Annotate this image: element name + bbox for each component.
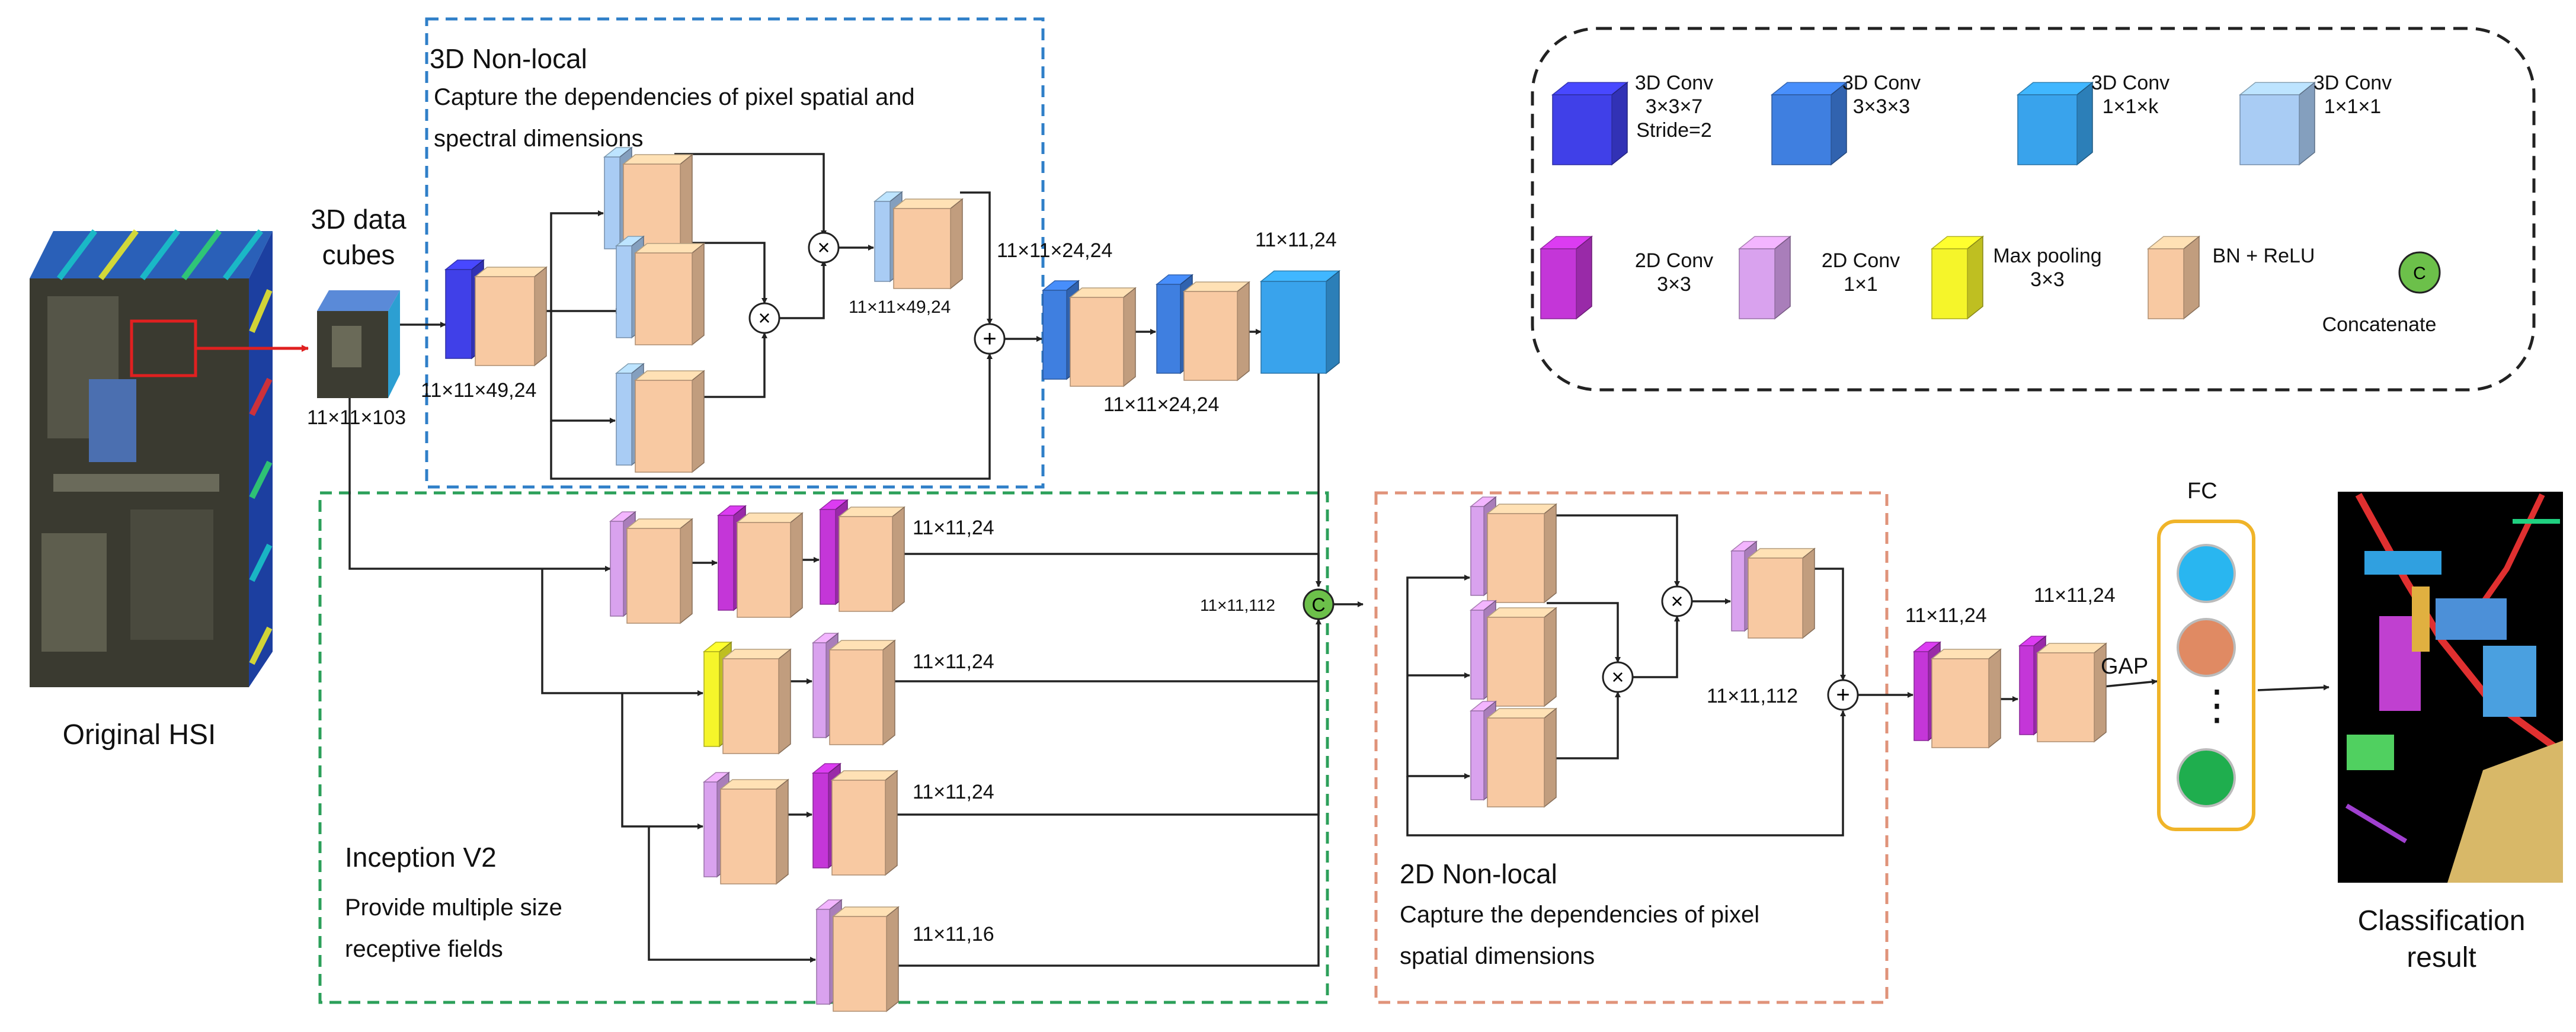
legend-swatch-conv3d_stride [1551,81,1629,166]
legend-label-conv3d_333: 3D Conv 3×3×3 [1842,72,1921,118]
nl2d-branch-bottom [1469,700,1558,808]
inception-connections [348,350,1364,967]
dim-branch2: 11×11,24 [913,650,994,673]
nonlocal2d-frame [1374,491,1889,1004]
dim-branch1: 11×11,24 [913,517,994,539]
legend-concat-symbol: C [2413,264,2426,283]
post-conv33-a [1912,641,2002,749]
legend-label-conv2d_11: 2D Conv 1×1 [1821,249,1900,296]
nonlocal2d-desc-line1: Capture the dependencies of pixel [1400,902,1760,928]
legend-swatch-conv3d_11k [2016,81,2094,166]
svg-text:+: + [983,326,996,352]
legend-frame [1531,27,2536,392]
conv-block-333-b [1155,274,1251,382]
post-conv33-b [2018,635,2108,743]
fc-label: FC [2187,479,2217,504]
dim-input: 11×11×103 [307,406,407,429]
legend-label-conv3d_111: 3D Conv 1×1×1 [2313,72,2392,118]
inception-b2-conv11 [811,632,897,746]
nonlocal2d-connections [1406,514,2329,837]
legend-swatch-bn_relu [2146,235,2201,320]
gap-label: GAP [2101,654,2149,679]
nl2d-branch-mid [1469,600,1558,707]
inception-b2-maxpool [702,641,792,755]
original-hsi-label: Original HSI [62,719,216,751]
dim-post2: 11×11,24 [2034,584,2116,607]
input-data-cube [317,290,400,398]
fc-node-1 [2177,544,2236,603]
multiply-op-1: × [808,232,840,264]
dim-branch3: 11×11,24 [913,781,994,803]
svg-text:×: × [1611,665,1624,689]
conv-block-initial [444,259,548,367]
multiply-op-4: × [1602,661,1634,693]
concat-op: C [1303,588,1335,620]
inception-b1-conv33-a [716,505,804,618]
classification-result-map [2338,492,2563,883]
inception-b4-conv11 [815,899,900,1012]
dim-nl-mid: 11×11×49,24 [849,297,951,317]
nonlocal2d-desc-line2: spatial dimensions [1400,943,1595,969]
legend-swatch-conv2d_33 [1539,235,1593,320]
legend-swatch-conv3d_333 [1770,81,1848,166]
add-op-2d: + [1827,679,1859,711]
inception-b3-conv11 [702,771,790,885]
dim-post1: 11×11,24 [1905,604,1987,627]
original-hsi-image [30,229,273,687]
nl3d-merge-block [873,191,964,290]
fc-node-2 [2177,618,2236,677]
nonlocal3d-desc-line1: Capture the dependencies of pixel spatia… [434,84,915,110]
legend-swatch-concat: C [2398,251,2441,294]
legend-label-concat: Concatenate [2322,313,2437,336]
dim-nl2d: 11×11,112 [1707,685,1799,707]
nl3d-branch-top [603,146,694,257]
nl3d-branch-bottom [615,363,706,473]
nonlocal3d-title: 3D Non-local [430,43,587,74]
dim-concat: 11×11,112 [1200,596,1275,614]
dim-conv-pair: 11×11×24,24 [1103,393,1220,416]
legend-swatch-conv3d_111 [2238,81,2316,166]
fc-node-3 [2177,748,2236,807]
fc-layer [2157,520,2255,831]
svg-text:×: × [817,235,830,259]
conv-block-11k [1259,270,1341,374]
inception-b1-conv33-b [818,499,906,613]
nl2d-merge-block [1730,540,1816,639]
legend-label-conv3d_stride: 3D Conv 3×3×7 Stride=2 [1634,72,1714,142]
legend: C [1539,81,2441,320]
inception-b1-conv11 [609,511,694,624]
legend-swatch-maxpool [1930,235,1985,320]
inception-title: Inception V2 [345,842,497,873]
conv-block-333-a [1041,280,1137,387]
legend-label-maxpool: Max pooling 3×3 [1993,245,2102,291]
multiply-op-3: × [1661,585,1693,617]
nonlocal3d-frame [425,17,1045,489]
multiply-op-2: × [748,302,780,334]
nonlocal2d-title: 2D Non-local [1400,858,1557,889]
svg-text:+: + [1836,682,1849,708]
input-cube-title: 3D data cubes [311,204,407,270]
add-op-3d: + [974,323,1006,355]
fc-dots: ⋮ [2196,682,2238,728]
svg-text:C: C [1311,594,1325,616]
legend-label-bn_relu: BN + ReLU [2212,245,2315,267]
dim-conv-final: 11×11,24 [1255,229,1337,251]
legend-label-conv2d_33: 2D Conv 3×3 [1634,249,1714,296]
inception-desc-line1: Provide multiple size [345,895,562,921]
nl2d-branch-top [1469,496,1558,604]
inception-b3-conv33 [811,762,899,876]
svg-text:×: × [758,306,770,330]
inception-desc-line2: receptive fields [345,936,503,962]
dim-first: 11×11×49,24 [421,379,537,402]
dim-branch4: 11×11,16 [913,923,994,946]
nonlocal3d-connections [400,153,1262,480]
legend-swatch-conv2d_11 [1737,235,1792,320]
nl3d-branch-mid [615,235,706,346]
dim-nl-out: 11×11×24,24 [997,239,1113,262]
nonlocal3d-desc-line2: spectral dimensions [434,126,644,152]
svg-text:×: × [1671,589,1683,613]
classification-label: Classification result [2357,905,2526,973]
legend-label-conv3d_11k: 3D Conv 1×1×k [2091,72,2170,118]
